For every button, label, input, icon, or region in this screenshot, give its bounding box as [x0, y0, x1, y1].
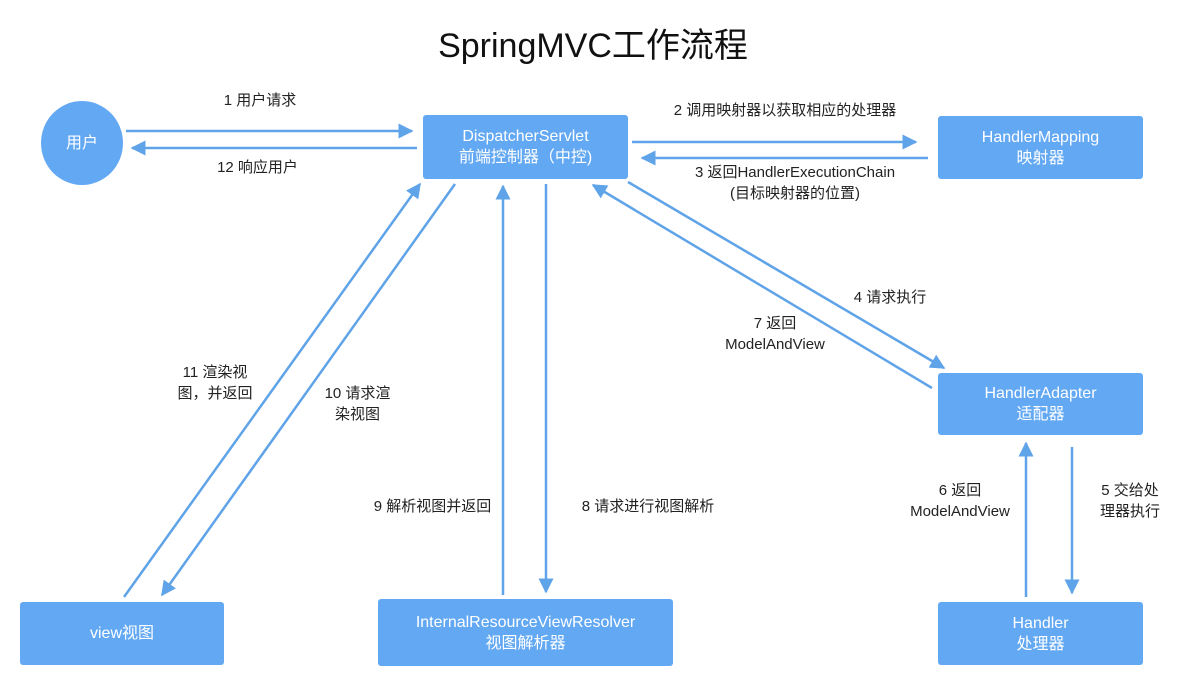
node-dispatcher-title: DispatcherServlet	[462, 128, 589, 145]
node-dispatcher-servlet[interactable]: DispatcherServlet 前端控制器（中控)	[423, 115, 628, 179]
node-user-label: 用户	[65, 134, 98, 152]
node-resolver-subtitle: 视图解析器	[485, 634, 566, 652]
edge-label-12: 12 响应用户	[217, 159, 298, 176]
node-handler-adapter[interactable]: HandlerAdapter 适配器	[938, 373, 1143, 435]
node-dispatcher-subtitle: 前端控制器（中控)	[458, 149, 593, 166]
node-view[interactable]: view视图	[20, 602, 224, 665]
diagram-title: SpringMVC工作流程	[438, 27, 748, 65]
edge-label-10: 10 请求渲 染视图	[324, 385, 391, 423]
edge-label-6: 6 返回 ModelAndView	[910, 482, 1010, 520]
node-handler-title: Handler	[1012, 614, 1069, 632]
node-mapping-subtitle: 映射器	[1016, 149, 1065, 167]
edge-label-11: 11 渲染视 图，并返回	[177, 364, 253, 402]
edge-label-4: 4 请求执行	[853, 289, 927, 306]
edge-label-1: 1 用户请求	[223, 92, 297, 109]
edge-label-7: 7 返回 ModelAndView	[725, 315, 825, 353]
node-handler-subtitle: 处理器	[1016, 635, 1065, 653]
edge-10-request-render	[160, 183, 457, 597]
node-view-title: view视图	[89, 625, 154, 642]
node-adapter-subtitle: 适配器	[1016, 406, 1065, 423]
edge-11-render-return	[122, 182, 422, 598]
edge-4-request-execute	[627, 180, 946, 370]
edge-label-2: 2 调用映射器以获取相应的处理器	[673, 102, 897, 119]
node-handler-mapping[interactable]: HandlerMapping 映射器	[938, 116, 1143, 179]
node-mapping-title: HandlerMapping	[981, 128, 1100, 146]
node-adapter-title: HandlerAdapter	[984, 385, 1097, 402]
edge-label-9: 9 解析视图并返回	[373, 498, 492, 515]
edge-label-5: 5 交给处 理器执行	[1099, 482, 1160, 520]
node-user[interactable]: 用户	[41, 101, 123, 185]
node-handler[interactable]: Handler 处理器	[938, 602, 1143, 665]
edge-label-8: 8 请求进行视图解析	[581, 498, 715, 515]
node-resolver-title: InternalResourceViewResolver	[415, 613, 636, 631]
edge-label-3: 3 返回HandlerExecutionChain (目标映射器的位置)	[694, 164, 896, 202]
edge-7-return-modelandview	[591, 183, 933, 390]
node-view-resolver[interactable]: InternalResourceViewResolver 视图解析器	[378, 599, 673, 666]
